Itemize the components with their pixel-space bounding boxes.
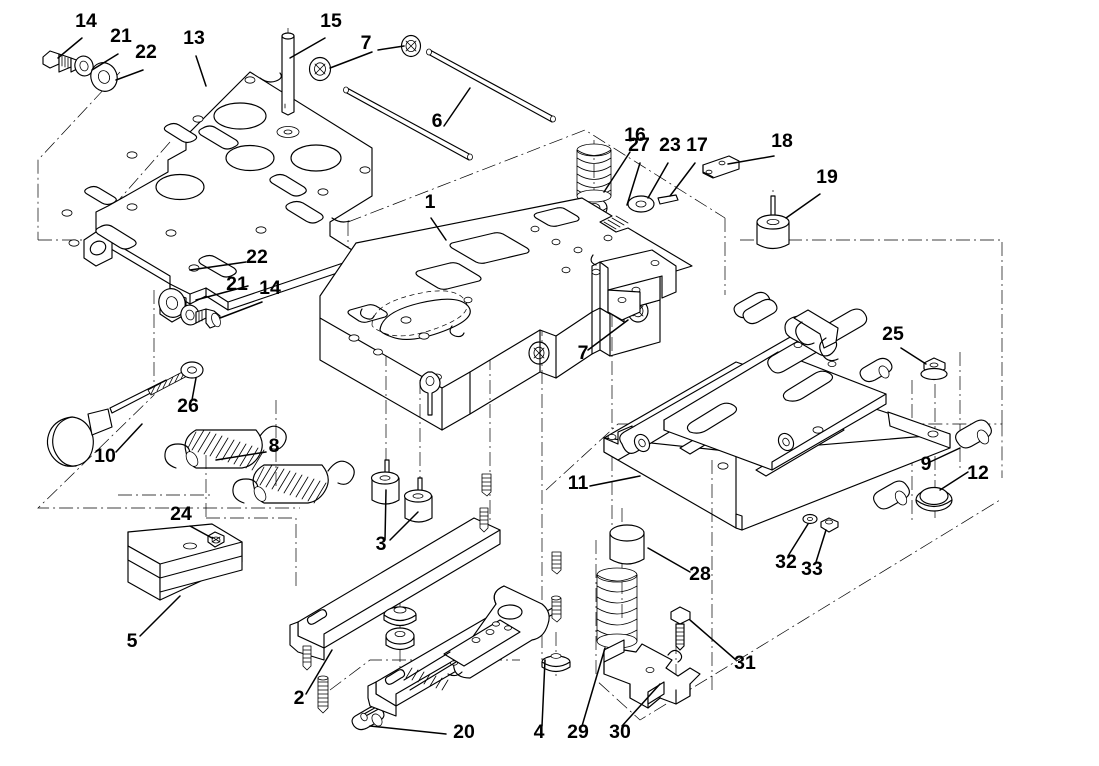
callout-number-24: 24: [170, 503, 192, 525]
callout-number-11: 11: [568, 472, 589, 494]
callout-number-7: 7: [578, 342, 589, 364]
callout-number-6: 6: [432, 110, 443, 132]
part-25-flange-nut: [920, 357, 948, 381]
callout-number-29: 29: [567, 721, 589, 743]
callout-number-32: 32: [775, 551, 797, 573]
callout-number-22: 22: [246, 246, 268, 268]
callout-number-25: 25: [882, 323, 904, 345]
callout-number-14: 14: [75, 10, 97, 32]
callout-number-8: 8: [269, 435, 280, 457]
callout-number-30: 30: [609, 721, 631, 743]
part-3-isolator-mount-b: [403, 477, 433, 523]
callout-number-16: 16: [624, 124, 646, 146]
callout-number-15: 15: [320, 10, 342, 32]
part-6-guide-rod-lower: [343, 86, 473, 161]
callout-number-9: 9: [921, 453, 932, 475]
lower-linkage-assembly: [367, 585, 550, 717]
part-26-washer-rod: [180, 361, 204, 379]
callout-number-14: 14: [259, 277, 281, 299]
part-17-roll-pin: [657, 194, 679, 205]
screw-left: [302, 645, 312, 671]
callout-number-19: 19: [816, 166, 838, 188]
callout-number-5: 5: [127, 630, 138, 652]
part-7-bushing-a: [308, 56, 332, 82]
part-13-seat-base-pan: [61, 71, 373, 323]
part-7-bushing-d: [528, 341, 550, 365]
callout-number-10: 10: [94, 445, 116, 467]
part-3-isolator-mount-a: [370, 459, 400, 505]
part-24-lock-nut: [207, 531, 225, 548]
part-10-knob-pull-rod: [46, 368, 192, 467]
pad-foot-b: [541, 653, 571, 673]
part-21-washer-small-lower: [180, 304, 200, 326]
part-28-spring-cap: [609, 524, 645, 565]
part-29-compression-spring-small: [596, 567, 638, 649]
callout-number-23: 23: [659, 134, 681, 156]
callout-number-7: 7: [361, 32, 372, 54]
part-8-extension-spring-a: [164, 425, 287, 471]
part-22-washer-large-upper: [90, 62, 118, 92]
callout-number-2: 2: [294, 687, 305, 709]
callout-number-22: 22: [135, 41, 157, 63]
small-screw-b: [551, 595, 562, 623]
callout-number-13: 13: [183, 27, 205, 49]
callout-number-21: 21: [110, 25, 132, 47]
small-screw-a: [551, 551, 562, 575]
part-14-shoulder-bolt-upper: [42, 50, 80, 73]
part-32-washer-tiny: [802, 513, 818, 525]
part-12-grommet-ring: [915, 486, 953, 512]
part-9-spacer-sleeve-a: [955, 419, 992, 449]
callout-number-18: 18: [771, 130, 793, 152]
part-14-shoulder-bolt-lower: [195, 308, 221, 329]
callout-number-26: 26: [177, 395, 199, 417]
part-11-scissor-bracket-base: [603, 291, 951, 531]
part-31-hex-bolt: [670, 606, 691, 651]
callout-number-33: 33: [801, 558, 823, 580]
leader-lines: [57, 37, 969, 735]
part-9-spacer-sleeve-b: [873, 480, 910, 510]
part-22-washer-large-lower: [158, 288, 186, 318]
part-7-bushing-b: [400, 34, 422, 58]
part-16-compression-spring-large: [576, 143, 612, 203]
callout-number-12: 12: [967, 462, 989, 484]
small-screw-rail-top: [481, 473, 492, 497]
callout-number-17: 17: [686, 134, 708, 156]
callout-number-1: 1: [425, 191, 436, 213]
pad-foot-a: [383, 606, 417, 651]
part-18-mounting-tab-bracket: [702, 155, 740, 179]
part-5-slide-channel-plate: [127, 523, 243, 601]
screw-under-rail: [317, 675, 329, 714]
callout-number-20: 20: [453, 721, 475, 743]
part-21-washer-small-upper: [74, 55, 94, 77]
part-1-main-chassis-frame: [319, 197, 693, 431]
screw-right: [479, 507, 489, 533]
callout-number-27: 27: [628, 134, 650, 156]
part-15-pivot-pin: [281, 32, 295, 116]
callout-number-28: 28: [689, 563, 711, 585]
part-2-rail-beam-left: [289, 507, 501, 671]
part-33-nut-small: [820, 517, 839, 533]
callout-number-31: 31: [734, 652, 756, 674]
part-30-latch-plate: [603, 639, 701, 709]
callout-number-3: 3: [376, 533, 387, 555]
callout-number-4: 4: [534, 721, 545, 743]
part-19-damper-bumper: [756, 195, 790, 250]
callout-number-21: 21: [226, 273, 248, 295]
part-8-extension-spring-b: [232, 460, 355, 504]
part-6-guide-rod-upper: [426, 48, 556, 123]
